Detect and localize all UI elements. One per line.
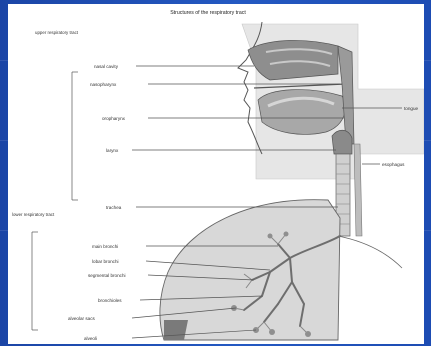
label-alveolar-sacs: alveolar sacs <box>68 316 96 321</box>
upper-tract-label: upper respiratory tract <box>35 30 79 35</box>
label-segmental-bronchi: segmental bronchi <box>88 273 126 278</box>
respiratory-diagram: Structures of the respiratory tract <box>8 4 424 344</box>
tongue-shape <box>258 90 345 135</box>
diagram-card: Structures of the respiratory tract <box>8 4 424 344</box>
label-larynx: larynx <box>106 148 119 153</box>
label-tongue: tongue <box>404 106 418 111</box>
label-main-bronchi: main bronchi <box>92 244 118 249</box>
label-bronchioles: bronchioles <box>98 298 122 303</box>
label-alveoli: alveoli <box>84 336 97 341</box>
label-oropharynx: oropharynx <box>102 116 126 121</box>
diaphragm-corner <box>164 320 188 340</box>
lower-tract-bracket <box>32 232 38 330</box>
label-nasopharynx: nasopharynx <box>90 82 117 87</box>
larynx-shape <box>332 130 352 154</box>
label-nasal-cavity: nasal cavity <box>94 64 119 69</box>
label-esophagus: esophagus <box>382 162 405 167</box>
label-trachea: trachea <box>106 205 122 210</box>
diagram-title: Structures of the respiratory tract <box>170 10 246 16</box>
esophagus-shape <box>354 144 362 236</box>
lower-tract-label: lower respiratory tract <box>12 212 55 217</box>
lung-shape <box>160 200 340 340</box>
label-lobar-bronchi: lobar bronchi <box>92 259 119 264</box>
upper-tract-bracket <box>72 72 78 200</box>
other-main-bronchus <box>338 236 402 268</box>
